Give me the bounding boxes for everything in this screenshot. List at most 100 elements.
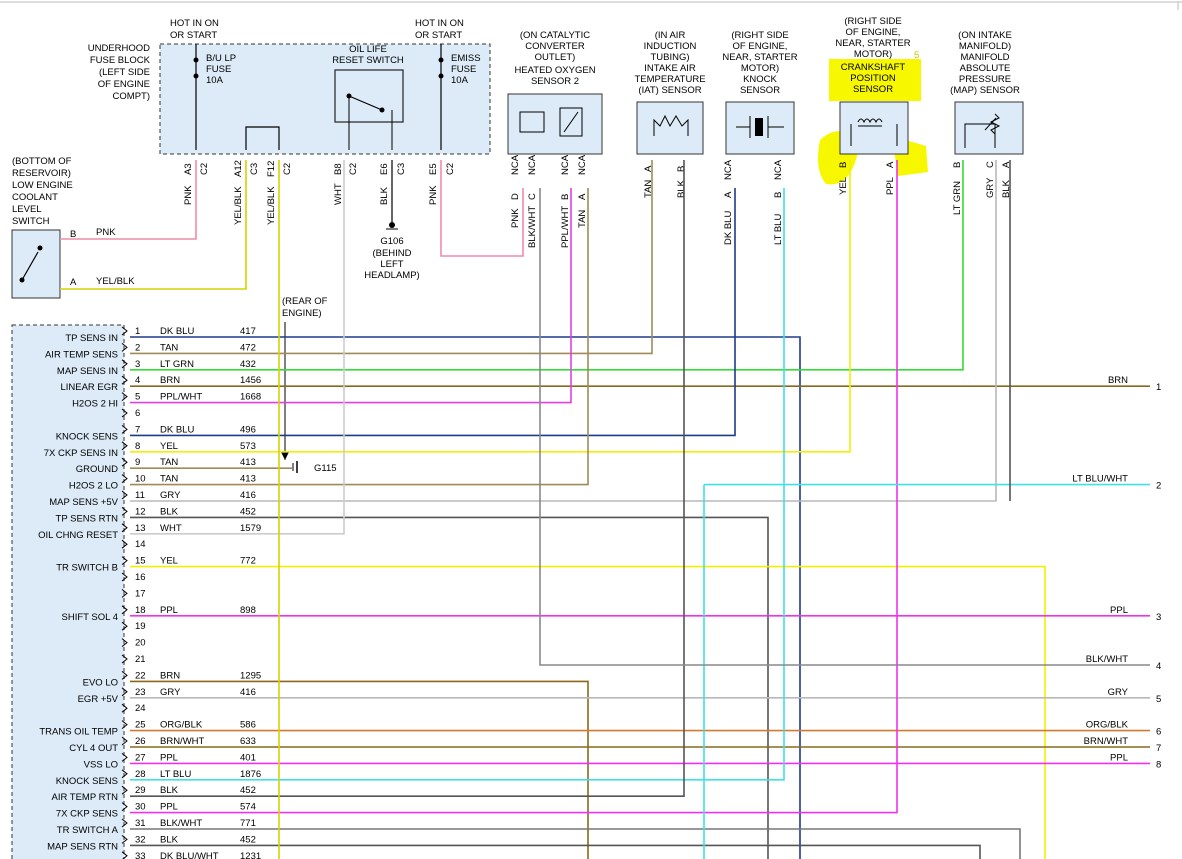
svg-text:PNK: PNK [183, 185, 194, 205]
pcm-wire-color: WHT [160, 523, 182, 534]
pcm-circuit-number: 413 [240, 457, 256, 468]
pcm-function-label: VSS LO [84, 759, 118, 770]
a12-f12-jumper [245, 126, 280, 150]
pcm-pin-number: 29 [135, 785, 146, 796]
ref-wire-label: LT BLU/WHT [1072, 474, 1128, 485]
wire-pnk-o2 [440, 160, 524, 257]
pin-terminal [121, 572, 128, 582]
pcm-circuit-number: 417 [240, 326, 256, 337]
wire-evo-lo [130, 680, 589, 859]
pin-terminal [121, 539, 128, 549]
svg-text:C3: C3 [249, 163, 260, 175]
svg-text:F12: F12 [266, 161, 277, 177]
wire-tp-rtn [130, 516, 769, 859]
highlight-ckp-title [829, 59, 921, 101]
svg-text:B: B [838, 162, 849, 168]
pcm-function-label: KNOCK SENS [56, 776, 118, 787]
ref-wire-label: ORG/BLK [1086, 720, 1129, 731]
pin-terminal [121, 621, 128, 631]
pcm-pin-number: 5 [135, 392, 140, 403]
pcm-function-label: AIR TEMP SENS [45, 349, 118, 360]
pcm-wire-color: BLK/WHT [160, 818, 202, 829]
pcm-pin-number: 23 [135, 687, 146, 698]
pcm-function-label: KNOCK SENS [56, 431, 118, 442]
pcm-pin-number: 33 [135, 851, 146, 859]
coolant-pin-b: B [70, 229, 76, 240]
pcm-function-label: H2OS 2 LO [69, 481, 118, 492]
ref-number: 8 [1156, 759, 1161, 770]
pin-terminal [121, 490, 128, 500]
pcm-circuit-number: 1231 [240, 851, 261, 859]
wire-yelblk-coolant [60, 160, 247, 290]
svg-text:PPL/WHT: PPL/WHT [560, 206, 571, 248]
pcm-pin-number: 3 [135, 359, 140, 370]
pin-terminal [121, 441, 128, 451]
wire-7x-ckp-in [130, 160, 851, 453]
ref-wire-label: BLK/WHT [1086, 654, 1128, 665]
svg-text:A: A [643, 165, 654, 172]
svg-text:TAN: TAN [643, 180, 654, 198]
pcm-function-label: CYL 4 OUT [69, 743, 118, 754]
svg-text:A: A [1001, 161, 1012, 168]
pcm-wire-color: BLK [160, 506, 179, 517]
oil-reset-switch-box [334, 69, 404, 123]
pin-terminal [121, 343, 128, 352]
pcm-wire-color: PPL [160, 802, 178, 813]
pcm-function-label: MAP SENS IN [57, 366, 118, 377]
pcm-pin-number: 27 [135, 752, 146, 763]
pcm-function-label: TR SWITCH B [56, 563, 118, 574]
pcm-pin-number: 32 [135, 834, 146, 845]
pcm-circuit-number: 472 [240, 342, 256, 353]
wire-blk-wht-o2 [539, 188, 1150, 666]
pin-terminal [121, 818, 128, 828]
svg-text:DK BLU: DK BLU [723, 211, 734, 245]
pin-terminal [121, 589, 128, 598]
pin-terminal [121, 457, 128, 467]
pcm-function-label: TP SENS IN [65, 333, 118, 344]
iat-pin-labels: A B TAN BLK [643, 165, 687, 198]
pcm-function-label: MAP SENS +5V [49, 497, 118, 508]
pcm-circuit-number: 633 [240, 736, 256, 747]
pcm-function-label: TP SENS LO [62, 858, 118, 859]
pcm-function-label: GROUND [76, 464, 118, 475]
pcm-circuit-number: 772 [240, 556, 256, 567]
pcm-wire-color: ORG/BLK [160, 720, 203, 731]
pcm-pin-number: 4 [135, 375, 140, 386]
pcm-wire-color: PPL [160, 605, 178, 616]
wire-air-temp-rtn [130, 160, 685, 798]
pin-terminal [121, 392, 128, 401]
o2-sensor-box [507, 93, 603, 155]
svg-text:NCA: NCA [510, 154, 521, 175]
svg-text:NCA: NCA [773, 159, 784, 180]
g115-label: G115 [314, 463, 337, 474]
pcm-pin-number: 25 [135, 720, 146, 731]
ref-wire-label: BRN/WHT [1084, 736, 1129, 747]
pcm-circuit-number: 452 [240, 506, 256, 517]
pcm-wire-color: PPL/WHT [160, 392, 202, 403]
pin-terminal [121, 507, 128, 516]
pcm-function-label: TRANS OIL TEMP [39, 727, 118, 738]
pcm-wire-color: YEL [160, 556, 178, 567]
ref-number: 6 [1156, 727, 1161, 738]
pcm-circuit-number: 416 [240, 490, 256, 501]
svg-text:B: B [676, 166, 687, 172]
coolant-wire-pnk: PNK [96, 227, 116, 238]
svg-text:BLK: BLK [1001, 179, 1012, 198]
pcm-pin-number: 8 [135, 441, 140, 452]
pin-terminal [121, 835, 128, 844]
pin-terminal [121, 326, 128, 336]
pin-terminal [121, 802, 128, 811]
pin-terminal [121, 474, 128, 483]
pcm-pin-number: 2 [135, 342, 140, 353]
svg-text:GRY: GRY [985, 177, 996, 198]
svg-text:BLK/WHT: BLK/WHT [527, 206, 538, 248]
wire-pnk-coolant [60, 160, 197, 240]
pin-terminal [121, 851, 128, 859]
